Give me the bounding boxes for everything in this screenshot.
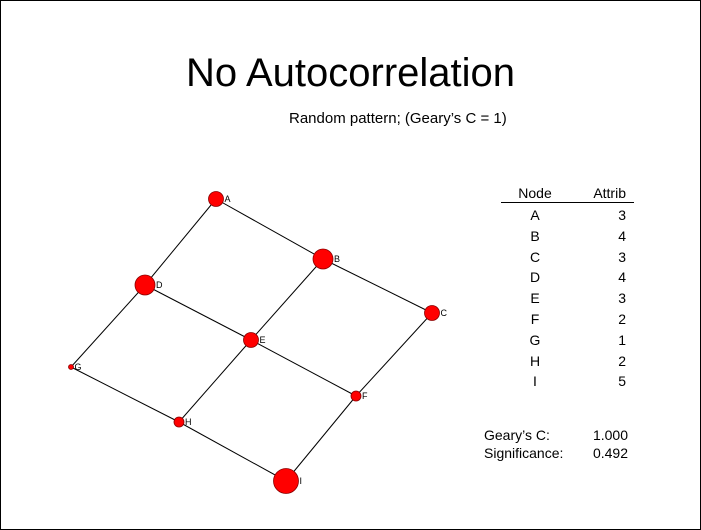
edge-f-i	[285, 395, 357, 482]
edge-b-c	[322, 258, 433, 314]
edge-e-h	[178, 339, 252, 423]
significance-value: 0.492	[592, 445, 628, 461]
cell-node: D	[529, 269, 541, 286]
cell-attrib: 2	[618, 310, 626, 327]
cell-node: H	[529, 352, 541, 369]
edge-d-g	[70, 284, 146, 368]
cell-attrib: 3	[618, 207, 626, 223]
edge-a-b	[215, 198, 324, 260]
geary-label: Geary’s C:	[484, 427, 550, 443]
cell-node: G	[529, 331, 541, 348]
cell-attrib: 4	[618, 269, 626, 286]
edge-a-d	[144, 198, 217, 286]
node-c	[424, 305, 440, 321]
node-f	[350, 390, 362, 402]
edge-d-e	[144, 284, 252, 341]
cell-node: E	[530, 290, 540, 307]
cell-node: B	[530, 227, 540, 244]
node-label-e: E	[260, 335, 266, 345]
node-g	[68, 364, 74, 370]
node-b	[312, 248, 334, 270]
cell-node: I	[533, 373, 537, 390]
node-h	[173, 416, 185, 428]
edge-b-e	[250, 258, 324, 341]
slide-subtitle: Random pattern; (Geary’s C = 1)	[289, 110, 507, 127]
cell-attrib: 1	[618, 331, 626, 348]
significance-label: Significance:	[484, 445, 564, 461]
node-d	[134, 274, 156, 296]
cell-node: C	[529, 248, 541, 265]
cell-node: F	[530, 310, 540, 327]
cell-attrib: 3	[618, 290, 626, 307]
significance-row: Significance: 0.492	[484, 444, 628, 462]
cell-attrib: 2	[618, 352, 626, 369]
table-header: Node Attrib	[498, 184, 638, 202]
header-attrib: Attrib	[593, 185, 626, 201]
cell-attrib: 4	[618, 227, 626, 244]
node-i	[273, 468, 299, 494]
edge-c-f	[355, 312, 433, 397]
node-label-d: D	[156, 280, 163, 290]
cell-attrib: 3	[618, 248, 626, 265]
geary-row: Geary’s C: 1.000	[484, 426, 628, 444]
edge-e-f	[250, 339, 357, 397]
node-label-h: H	[185, 417, 192, 427]
node-e	[243, 332, 259, 348]
cell-attrib: 5	[618, 373, 626, 390]
node-a	[208, 191, 224, 207]
statistics: Geary’s C: 1.000 Significance: 0.492	[484, 426, 628, 462]
slide-title: No Autocorrelation	[185, 51, 516, 95]
node-label-c: C	[441, 308, 448, 318]
node-label-g: G	[75, 362, 82, 372]
header-rule	[501, 202, 634, 203]
cell-node: A	[530, 207, 540, 223]
header-node: Node	[518, 185, 552, 201]
edge-g-h	[70, 366, 180, 423]
node-label-i: I	[300, 476, 303, 486]
edge-h-i	[178, 421, 287, 482]
node-label-b: B	[334, 254, 340, 264]
node-label-a: A	[225, 194, 231, 204]
node-label-f: F	[362, 391, 368, 401]
geary-value: 1.000	[592, 427, 628, 443]
